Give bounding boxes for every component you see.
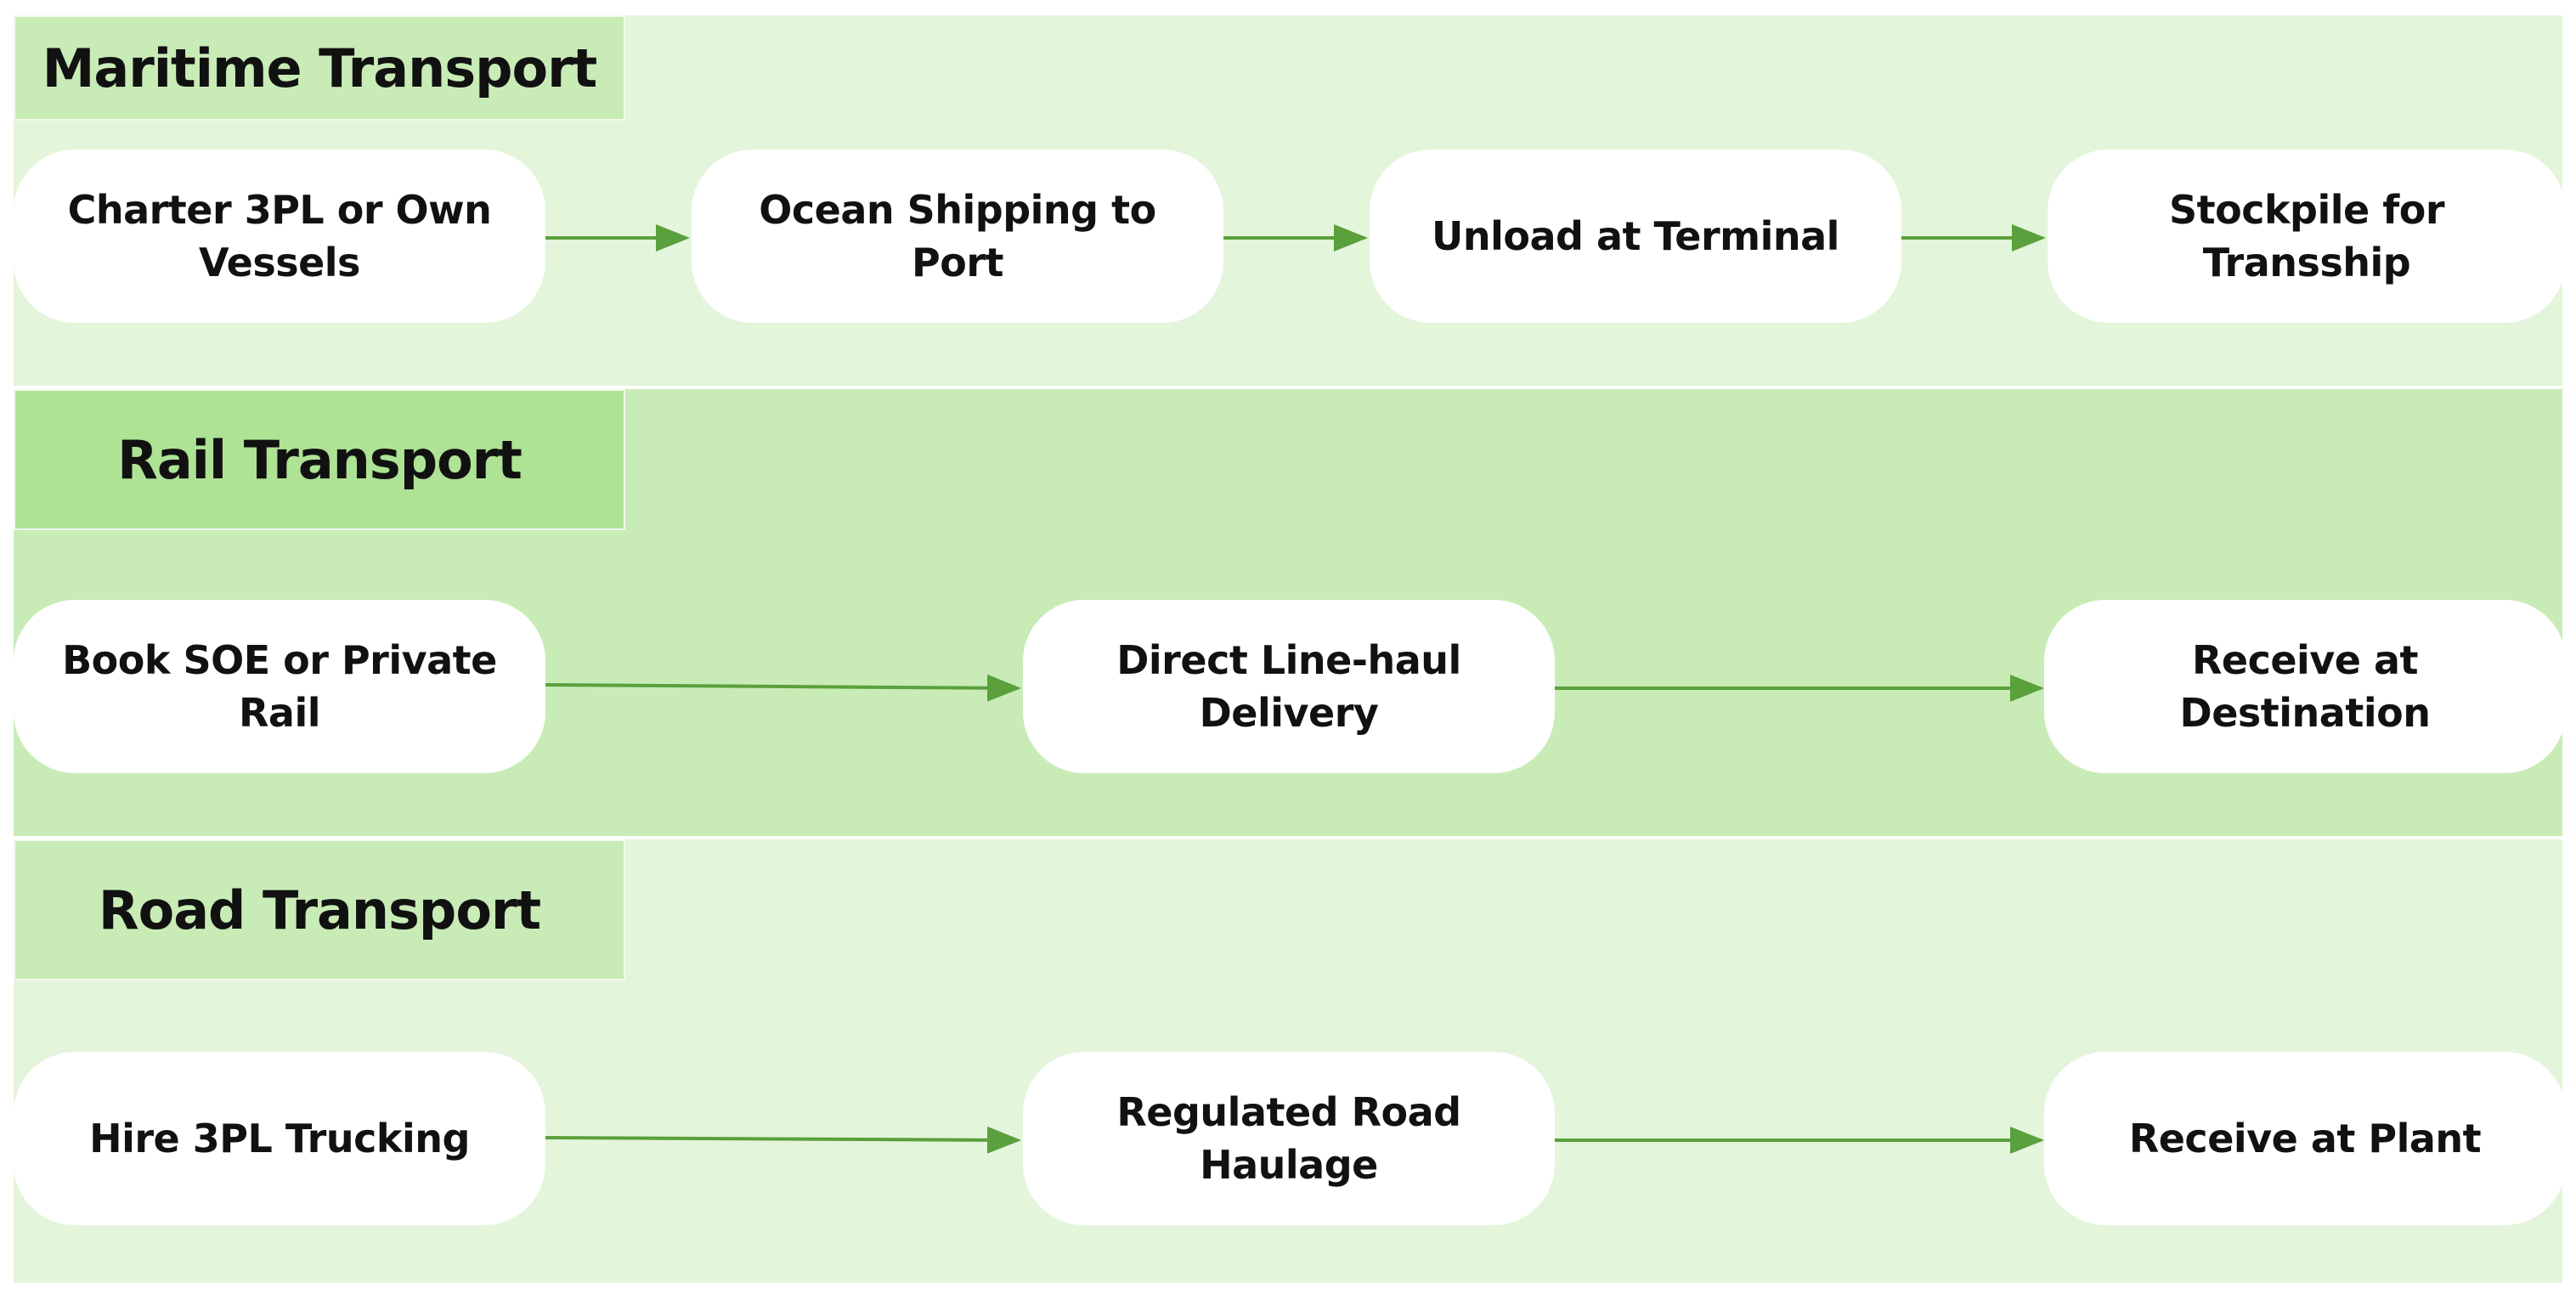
- node-hire-trucking: Hire 3PL Trucking: [14, 1052, 545, 1225]
- node-direct-linehaul: Direct Line-haul Delivery: [1023, 600, 1555, 773]
- node-receive-plant: Receive at Plant: [2044, 1052, 2566, 1225]
- node-ocean-shipping: Ocean Shipping to Port: [692, 150, 1223, 323]
- node-book-rail: Book SOE or Private Rail: [14, 600, 545, 773]
- lane-title-rail: Rail Transport: [14, 389, 625, 530]
- lane-title-road: Road Transport: [14, 839, 625, 980]
- node-stockpile-transship: Stockpile for Transship: [2048, 150, 2566, 323]
- lane-title-maritime: Maritime Transport: [14, 15, 625, 121]
- node-unload-terminal: Unload at Terminal: [1370, 150, 1901, 323]
- node-receive-destination: Receive at Destination: [2044, 600, 2566, 773]
- node-charter-vessels: Charter 3PL or Own Vessels: [14, 150, 545, 323]
- node-regulated-haulage: Regulated Road Haulage: [1023, 1052, 1555, 1225]
